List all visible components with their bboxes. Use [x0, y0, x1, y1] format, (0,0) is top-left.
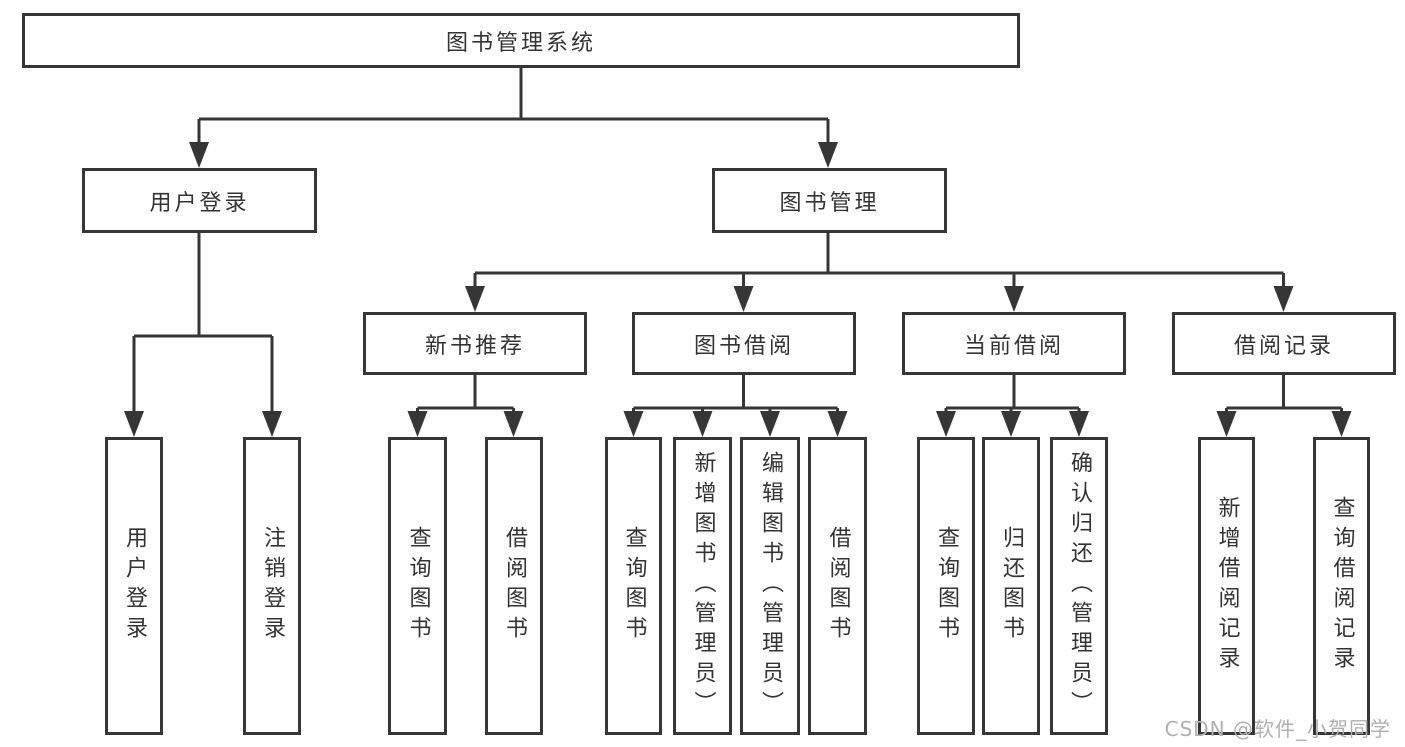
leaf-record-query: 查询借阅记录: [1313, 437, 1370, 735]
leaf-record-add: 新增借阅记录: [1198, 437, 1255, 735]
leaf-newbook-borrow-books: 借阅图书: [485, 437, 543, 735]
leaf-logout: 注销登录: [243, 437, 301, 735]
leaf-borrow-add-books-admin: 新增图书（管理员）: [673, 437, 732, 735]
leaf-current-return-books: 归还图书: [982, 437, 1040, 735]
node-book-borrow: 图书借阅: [632, 312, 856, 375]
node-root-system: 图书管理系统: [22, 13, 1020, 68]
node-book-management: 图书管理: [712, 168, 947, 233]
leaf-user-login: 用户登录: [105, 437, 163, 735]
leaf-current-query-books: 查询图书: [917, 437, 975, 735]
leaf-current-confirm-return-admin: 确认归还（管理员）: [1050, 437, 1108, 735]
csdn-watermark: CSDN @软件_小贺同学: [1164, 717, 1391, 741]
leaf-borrow-edit-books-admin: 编辑图书（管理员）: [740, 437, 800, 735]
leaf-borrow-query-books: 查询图书: [605, 437, 662, 735]
node-new-book-recommend: 新书推荐: [363, 312, 587, 375]
node-user-login: 用户登录: [82, 168, 317, 233]
node-current-borrow: 当前借阅: [902, 312, 1126, 375]
leaf-borrow-borrow-books: 借阅图书: [808, 437, 867, 735]
leaf-newbook-query-books: 查询图书: [388, 437, 447, 735]
node-borrow-records: 借阅记录: [1172, 312, 1396, 375]
